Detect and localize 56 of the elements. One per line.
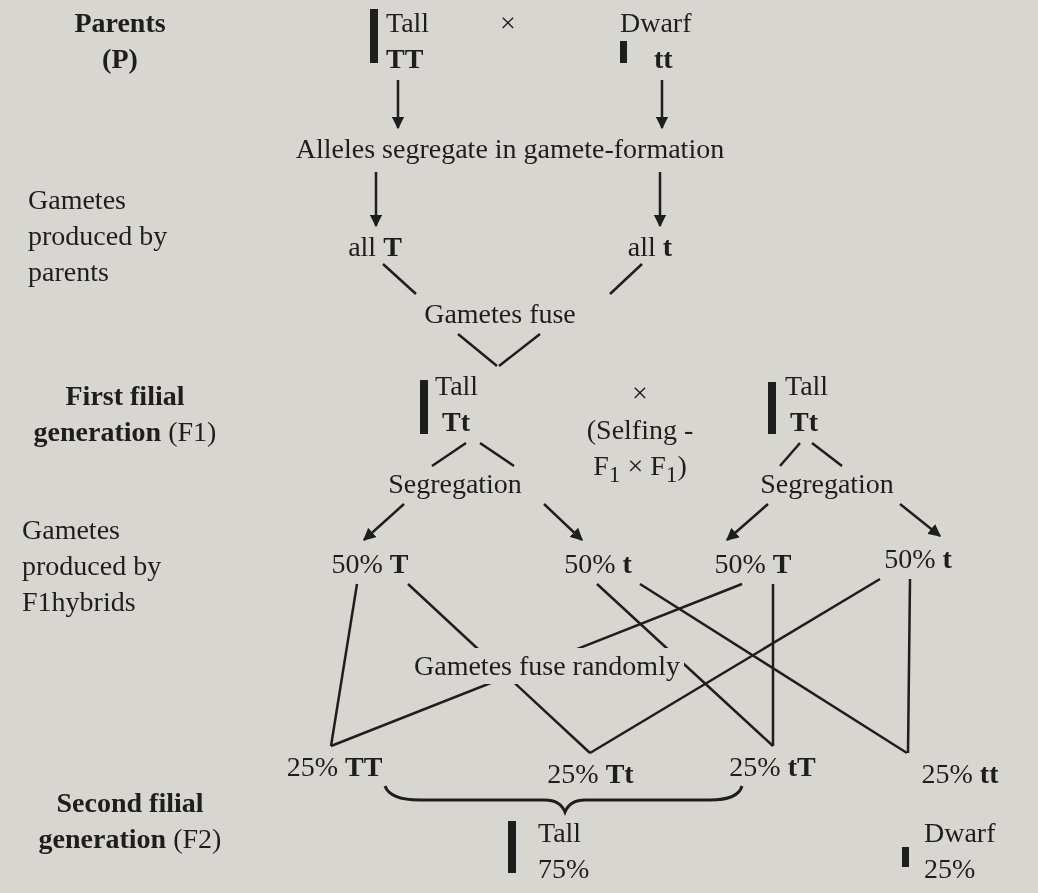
connector-line xyxy=(771,584,775,746)
connector-line xyxy=(589,577,881,755)
row-label: Gametes produced by parents xyxy=(28,183,169,289)
step-label: Segregation xyxy=(722,465,932,503)
arrow xyxy=(369,172,383,228)
trait-label: Tall xyxy=(386,6,430,40)
connector-line xyxy=(329,583,359,747)
percentage-label: 75% xyxy=(538,852,590,886)
gamete-label: all t xyxy=(595,228,705,266)
percentage-label: 25% xyxy=(924,852,976,886)
arrow xyxy=(726,503,769,541)
arrow xyxy=(655,80,669,130)
connector-line xyxy=(498,333,541,367)
selfing-note: (Selfing - F$_{1}$ × F$_{1}$) xyxy=(585,413,695,489)
gamete-label: 50% T xyxy=(693,545,813,583)
gamete-label: 50% T xyxy=(310,545,430,583)
trait-label: Dwarf xyxy=(620,6,692,40)
row-label: Gametes produced by F1hybrids xyxy=(22,513,163,619)
arrow xyxy=(899,503,941,537)
trait-label: Tall xyxy=(538,816,582,850)
gamete-label: 50% t xyxy=(538,545,658,583)
connector-line xyxy=(906,579,912,753)
genotype-label: 25% TT xyxy=(262,748,407,786)
connector-line xyxy=(779,442,801,467)
arrow xyxy=(391,80,405,130)
generation-label: Parents (P) xyxy=(73,6,167,76)
generation-label: First filial generation (F1) xyxy=(32,379,218,449)
connector-line xyxy=(431,441,467,468)
trait-label: Tall xyxy=(785,369,829,403)
step-label: Gametes fuse xyxy=(380,295,620,333)
arrow xyxy=(363,503,405,541)
connector-line xyxy=(479,441,515,468)
connector-line xyxy=(382,263,417,295)
genotype-label: Tt xyxy=(442,405,470,439)
arrow xyxy=(653,172,667,228)
cross-sign: × xyxy=(631,376,649,410)
connector-line xyxy=(811,442,843,467)
arrow xyxy=(543,503,583,541)
step-label: Segregation xyxy=(350,465,560,503)
genotype-label: tt xyxy=(654,42,673,76)
genotype-label: 25% tt xyxy=(885,755,1035,793)
cross-sign: × xyxy=(499,6,517,40)
genotype-label: Tt xyxy=(790,405,818,439)
connector-line xyxy=(639,582,908,755)
generation-label: Second filial generation (F2) xyxy=(37,786,223,856)
connector-line xyxy=(596,583,774,747)
gamete-label: all T xyxy=(320,228,430,266)
genotype-label: 25% Tt xyxy=(518,755,663,793)
connector-line xyxy=(457,333,498,367)
step-label: Alleles segregate in gamete-formation xyxy=(170,130,850,168)
genotype-label: TT xyxy=(386,42,424,76)
connector-line xyxy=(609,263,643,295)
trait-label: Dwarf xyxy=(924,816,996,850)
gamete-label: 50% t xyxy=(858,540,978,578)
trait-label: Tall xyxy=(435,369,479,403)
genotype-label: 25% tT xyxy=(700,748,845,786)
